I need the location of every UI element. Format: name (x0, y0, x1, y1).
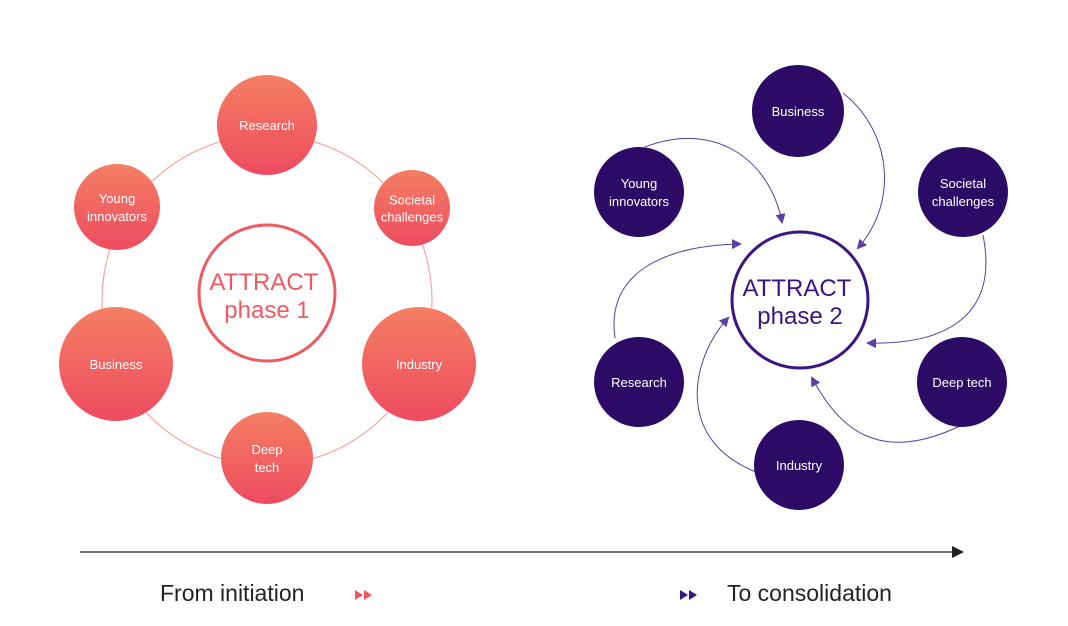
phase2-center: ATTRACT phase 2 (730, 230, 870, 370)
phase1-node-young-innovators: Young innovators (74, 164, 160, 250)
svg-text:Business: Business (772, 104, 825, 119)
p1-soc-text-line-1: Societal (389, 193, 435, 208)
p2-young-text-line-1: Young (621, 176, 657, 191)
svg-text:Business: Business (90, 357, 143, 372)
phase2-node-business-label: Business (772, 104, 825, 119)
svg-text:Research: Research (239, 118, 295, 133)
phase1-node-deep-tech: Deep tech (221, 412, 313, 504)
phase1-node-industry-label: Industry (396, 357, 443, 372)
p1-deep-text-line-2: tech (255, 460, 280, 475)
phase1-center: ATTRACT phase 1 (197, 223, 337, 363)
svg-text:ATTRACT phase 1: ATTRACT phase 1 (209, 269, 324, 324)
phase1-node-societal-challenges: Societal challenges (374, 170, 450, 246)
arrow-young-to-center (644, 137, 786, 224)
phase1-title-line2: phase 1 (224, 297, 309, 324)
phase2-node-young-innovators: Young innovators (594, 147, 684, 237)
to-double-chevron-icon (680, 590, 697, 600)
svg-text:Research: Research (611, 375, 667, 390)
timeline: From initiation To consolidation (80, 546, 964, 606)
p2-soc-text-line-1: Societal (940, 176, 986, 191)
phase2-node-young-innovators-label: Young innovators (609, 176, 669, 209)
phase1-cluster: Research Societal challenges Industry Dee… (59, 75, 476, 504)
phase2-node-business: Business (752, 65, 844, 157)
timeline-from-label: From initiation (160, 580, 304, 606)
p2-young-text-line-2: innovators (609, 194, 669, 209)
p1-deep-text-line-1: Deep (251, 442, 282, 457)
svg-text:Industry: Industry (396, 357, 443, 372)
phase2-node-research: Research (594, 337, 684, 427)
phase2-node-industry: Industry (754, 420, 844, 510)
phase2-node-research-label: Research (611, 375, 667, 390)
phase2-title-line1: ATTRACT (742, 275, 851, 302)
phase1-node-research-label: Research (239, 118, 295, 133)
arrow-research-to-center (613, 239, 742, 339)
phase2-node-deep-tech-label: Deep tech (932, 375, 991, 390)
p1-young-text-line-1: Young (99, 191, 135, 206)
p2-soc-text-line-2: challenges (932, 194, 995, 209)
phase1-node-business: Business (59, 307, 173, 421)
arrow-business-to-center (842, 92, 886, 250)
phase1-node-business-label: Business (90, 357, 143, 372)
phase2-title-line2: phase 2 (757, 303, 842, 330)
arrow-societal-to-center (866, 234, 987, 349)
phase2-node-deep-tech: Deep tech (917, 337, 1007, 427)
arrow-deeptech-to-center (811, 376, 963, 443)
phase2-node-societal-challenges-label: Societal challenges (932, 176, 995, 209)
from-double-chevron-icon (355, 590, 372, 600)
phase1-node-young-innovators-label: Young innovators (87, 191, 147, 224)
svg-text:Deep tech: Deep tech (932, 375, 991, 390)
svg-text:ATTRACT phase 2: ATTRACT phase 2 (742, 275, 857, 330)
phase2-cluster: Business Societal challenges Deep tech In… (594, 65, 1008, 510)
arrow-industry-to-center (696, 316, 757, 473)
phase2-node-industry-label: Industry (776, 458, 823, 473)
timeline-to-label: To consolidation (727, 580, 892, 606)
phase1-title-line1: ATTRACT (209, 269, 318, 296)
phase1-node-industry: Industry (362, 307, 476, 421)
p1-soc-text-line-2: challenges (381, 210, 444, 225)
svg-text:Industry: Industry (776, 458, 823, 473)
p1-young-text-line-2: innovators (87, 209, 147, 224)
phase1-node-societal-challenges-label: Societal challenges (381, 193, 444, 225)
phase2-node-societal-challenges: Societal challenges (918, 147, 1008, 237)
phase1-node-deep-tech-label: Deep tech (251, 442, 282, 475)
phase1-node-research: Research (217, 75, 317, 175)
